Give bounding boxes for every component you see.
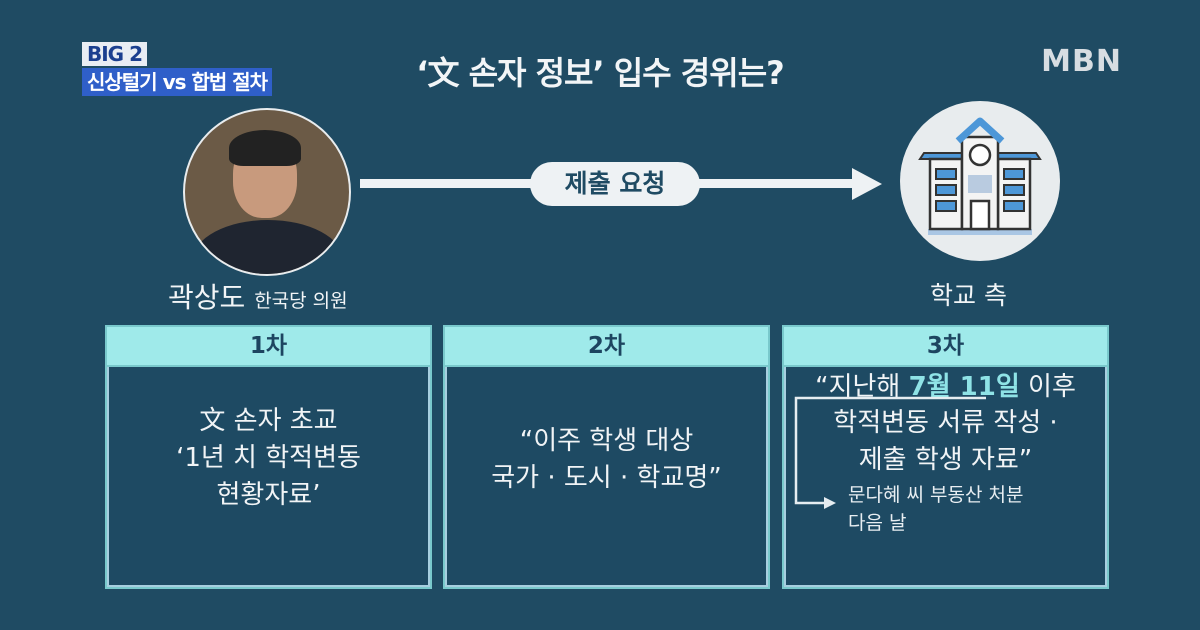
step-header: 2차	[445, 327, 768, 367]
step-note: 문다혜 씨 부동산 처분	[848, 484, 1024, 506]
school-icon	[900, 101, 1060, 261]
program-badge: BIG 2	[82, 42, 147, 66]
person-name: 곽상도 한국당 의원	[168, 276, 348, 316]
headline: ‘文 손자 정보’ 입수 경위는?	[416, 54, 784, 92]
step-box-2: 2차 “이주 학생 대상 국가 · 도시 · 학교명”	[443, 325, 770, 589]
step-box-1: 1차 文 손자 초교 ‘1년 치 학적변동 현황자료’	[105, 325, 432, 589]
person-photo	[183, 108, 351, 276]
step-header: 1차	[107, 327, 430, 367]
role-text: 한국당 의원	[254, 290, 348, 312]
step-line: 학적변동 서류 작성 ·	[833, 408, 1058, 438]
arrow-right-icon	[852, 168, 882, 200]
connector-arrow-icon	[794, 396, 986, 509]
step-note: 다음 날	[848, 512, 907, 534]
name-text: 곽상도	[168, 281, 246, 314]
step-line: 국가 · 도시 · 학교명”	[491, 463, 722, 493]
step-box-3: 3차 “지난해 7월 11일 이후 학적변동 서류 작성 · 제출 학생 자료”…	[782, 325, 1109, 589]
school-label: 학교 측	[930, 281, 1007, 310]
step-line: 제출 학생 자료”	[858, 445, 1033, 475]
step-line: ‘1년 치 학적변동	[176, 443, 361, 473]
step-line: “이주 학생 대상	[519, 426, 694, 456]
arrow-label: 제출 요청	[530, 162, 700, 206]
broadcaster-logo: MBN	[1041, 44, 1122, 79]
step-header: 3차	[784, 327, 1107, 367]
step-line: 文 손자 초교	[199, 406, 338, 436]
step-line: 현황자료’	[216, 480, 321, 510]
segment-title: 신상털기 vs 합법 절차	[82, 68, 273, 96]
